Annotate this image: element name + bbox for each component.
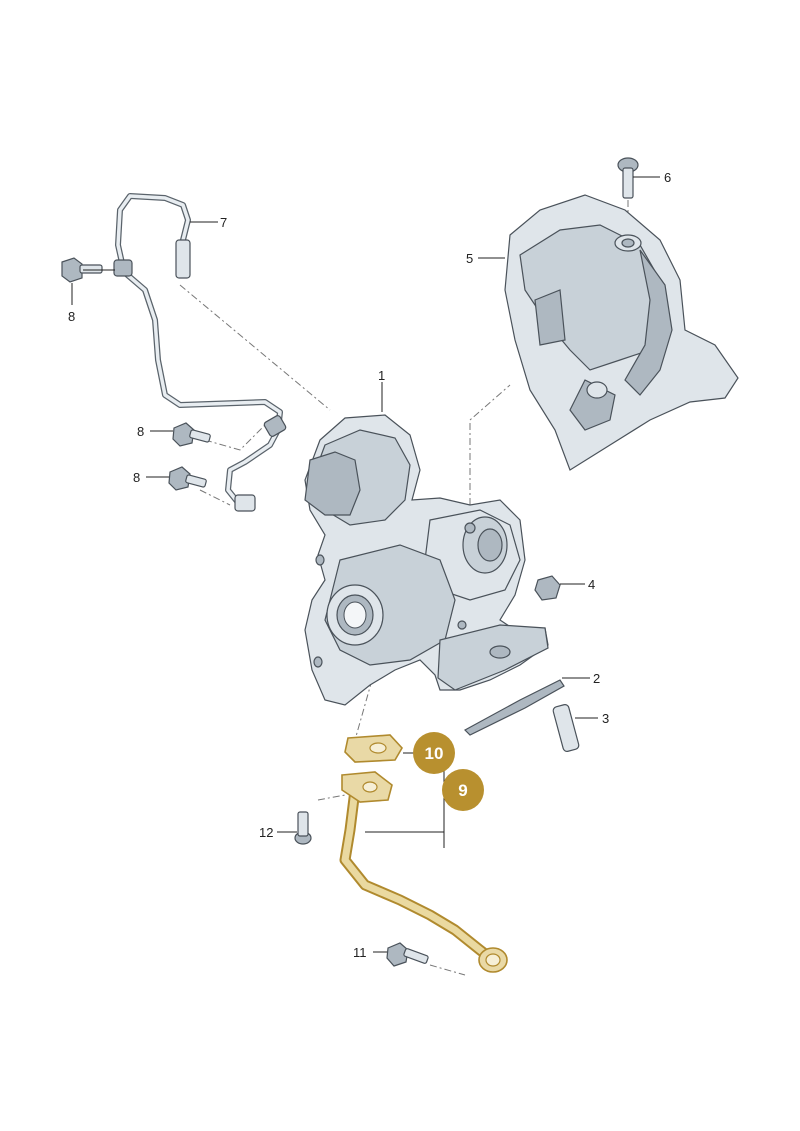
callout-1: 1 bbox=[378, 368, 385, 383]
oil-return-pipe bbox=[339, 771, 508, 973]
callout-3: 3 bbox=[602, 711, 609, 726]
screw-8c bbox=[168, 466, 207, 491]
gasket-2 bbox=[464, 679, 565, 736]
badge-10: 10 bbox=[413, 732, 455, 774]
callout-5: 5 bbox=[466, 251, 473, 266]
leader-lines bbox=[71, 176, 660, 953]
screw-8a bbox=[61, 257, 103, 283]
callout-11: 11 bbox=[353, 945, 367, 960]
heat-shield bbox=[504, 194, 739, 471]
screw-11 bbox=[386, 942, 429, 967]
turbocharger bbox=[304, 414, 549, 706]
stud-3 bbox=[552, 704, 580, 752]
screw-8b bbox=[172, 422, 211, 447]
callout-4: 4 bbox=[588, 577, 595, 592]
screw-6 bbox=[617, 157, 639, 199]
badge-9-label: 9 bbox=[458, 781, 467, 800]
oil-return-gasket bbox=[344, 734, 403, 763]
badge-10-label: 10 bbox=[425, 744, 444, 763]
callout-8c: 8 bbox=[133, 470, 140, 485]
badge-9: 9 bbox=[442, 769, 484, 811]
pressure-pipe bbox=[113, 193, 287, 512]
callout-6: 6 bbox=[664, 170, 671, 185]
callout-8b: 8 bbox=[137, 424, 144, 439]
nut-4 bbox=[534, 575, 561, 601]
callout-7: 7 bbox=[220, 215, 227, 230]
callout-12: 12 bbox=[259, 825, 273, 840]
screw-12 bbox=[294, 811, 312, 845]
callout-labels: 1 2 3 4 5 6 7 8 8 8 11 12 bbox=[68, 170, 671, 960]
callout-8a: 8 bbox=[68, 309, 75, 324]
callout-2: 2 bbox=[593, 671, 600, 686]
